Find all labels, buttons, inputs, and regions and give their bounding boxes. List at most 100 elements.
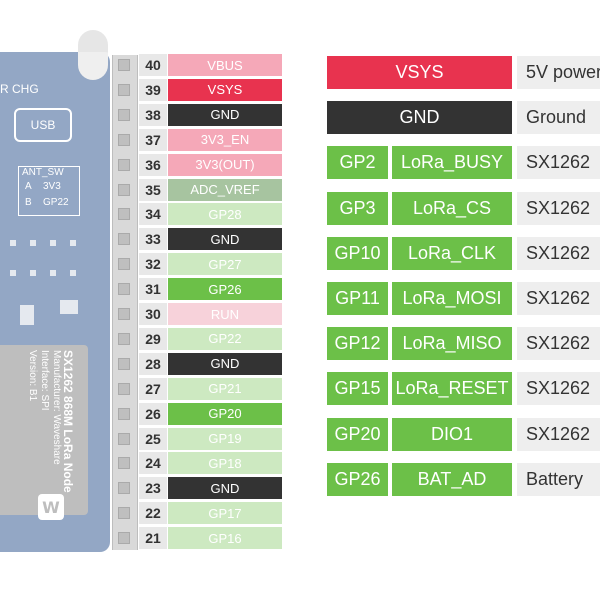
legend-description: SX1262 [517,237,600,270]
pin-hole [118,133,130,146]
board-component [30,240,36,246]
ant-switch: ANT_SW A B 3V3 GP22 [18,166,80,216]
board-notch [78,30,108,80]
board-component [70,240,76,246]
legend-description: SX1262 [517,418,600,451]
pin-number: 39 [139,78,167,101]
chg-label: R CHG [0,82,39,96]
pin-number: 24 [139,452,167,475]
legend-gpio: GP2 [327,146,388,179]
usb-port: USB [14,108,72,142]
board-component [70,270,76,276]
pin-label: VSYS [168,78,282,101]
pin-number: 40 [139,54,167,76]
board-fade [0,52,115,552]
pin-number: 32 [139,253,167,276]
pin-hole [118,482,130,495]
board-component [10,240,16,246]
lora-module [0,345,88,515]
pin-hole [118,507,130,520]
pin-label: GP21 [168,377,282,400]
pin-label: 3V3_EN [168,128,282,151]
pin-hole [118,233,130,246]
legend-signal: GND [327,101,512,134]
pin-label: GP26 [168,278,282,301]
legend-signal: VSYS [327,56,512,89]
legend-description: SX1262 [517,282,600,315]
pin-hole [118,258,130,271]
pin-hole [118,183,130,196]
pin-hole [118,158,130,171]
legend-gpio: GP11 [327,282,388,315]
board-component [30,270,36,276]
pin-label: GND [168,352,282,375]
pin-label: GP27 [168,253,282,276]
board-component [60,300,78,314]
pin-label: GP16 [168,527,282,550]
legend-function: LoRa_BUSY [392,146,512,179]
pin-label: GND [168,103,282,126]
legend-function: LoRa_CLK [392,237,512,270]
legend-function: BAT_AD [392,463,512,496]
pin-label: VBUS [168,54,282,76]
legend-gpio: GP15 [327,372,388,405]
pin-hole [118,208,130,221]
legend-gpio: GP3 [327,192,388,225]
pin-label: 3V3(OUT) [168,153,282,176]
pin-number: 21 [139,527,167,550]
pin-hole [118,382,130,395]
legend-function: LoRa_MOSI [392,282,512,315]
pin-label: GP20 [168,402,282,425]
pin-label: GP28 [168,203,282,226]
pin-label: GND [168,228,282,251]
legend-description: SX1262 [517,192,600,225]
pin-hole [118,283,130,296]
pin-hole [118,108,130,121]
pin-hole [118,432,130,445]
ant-switch-a: A [25,181,32,192]
pin-label: GP19 [168,427,282,450]
ant-switch-b: B [25,197,32,208]
legend-description: 5V power [517,56,600,89]
pin-hole [118,407,130,420]
pin-number: 29 [139,327,167,350]
pin-number: 36 [139,153,167,176]
board-component [10,270,16,276]
legend-gpio: GP10 [327,237,388,270]
waveshare-logo: W [38,494,64,520]
legend-description: SX1262 [517,146,600,179]
legend-description: Ground [517,101,600,134]
pin-number: 25 [139,427,167,450]
pin-label: ADC_VREF [168,178,282,201]
legend-function: DIO1 [392,418,512,451]
pin-hole [118,59,130,71]
pin-hole [118,332,130,345]
legend-description: Battery [517,463,600,496]
pin-number: 37 [139,128,167,151]
pin-number: 22 [139,502,167,525]
pin-number: 23 [139,477,167,500]
pin-hole [118,308,130,320]
legend-gpio: GP20 [327,418,388,451]
board-component [50,270,56,276]
legend-description: SX1262 [517,372,600,405]
legend-gpio: GP12 [327,327,388,360]
pin-number: 26 [139,402,167,425]
ant-switch-3v3: 3V3 [43,181,61,192]
ant-switch-gp22: GP22 [43,197,69,208]
pin-hole [118,83,130,96]
legend-description: SX1262 [517,327,600,360]
board-component [20,305,34,325]
pin-label: GP22 [168,327,282,350]
pin-hole [118,457,130,470]
pin-number: 30 [139,303,167,325]
legend-function: LoRa_MISO [392,327,512,360]
pin-label: GP18 [168,452,282,475]
ant-switch-title: ANT_SW [22,167,64,178]
board-component [50,240,56,246]
pin-number: 31 [139,278,167,301]
pin-label: RUN [168,303,282,325]
pin-hole [118,532,130,545]
pin-number: 34 [139,203,167,226]
pin-number: 33 [139,228,167,251]
